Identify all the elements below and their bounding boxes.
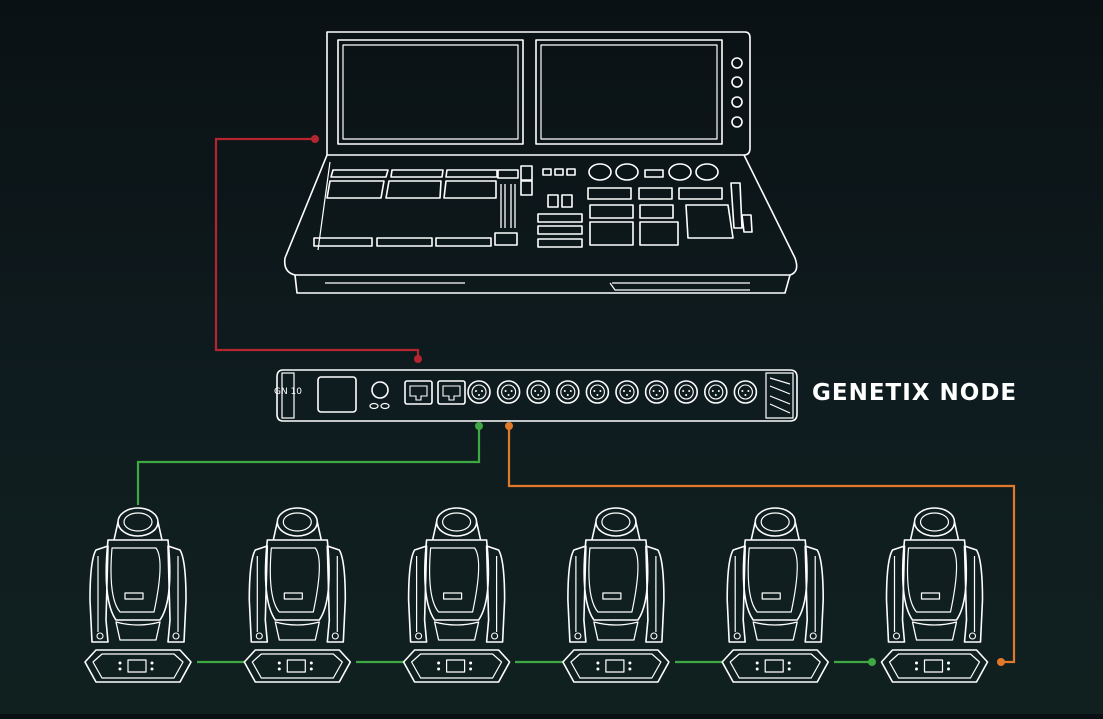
dmx-port	[733, 380, 758, 404]
dmx-port	[496, 380, 521, 404]
orange-cable-node-endpoint	[505, 422, 513, 430]
node-face-text: GN 10	[274, 387, 302, 397]
dmx-port	[526, 380, 551, 404]
dmx-port	[585, 380, 610, 404]
dmx-port	[467, 380, 491, 404]
node-knob	[371, 381, 389, 399]
dmx-port	[674, 380, 699, 404]
console-faders	[497, 165, 533, 228]
console-base	[294, 274, 791, 294]
console-deck	[283, 154, 798, 276]
dmx-port	[615, 380, 639, 404]
genetix-node-device: GN 10	[274, 369, 798, 422]
orange-cable-fixture-endpoint	[997, 658, 1005, 666]
node-left-ear	[281, 372, 295, 419]
console-cable-endpoint	[311, 135, 319, 143]
node-cable-endpoint	[414, 355, 422, 363]
node-button	[380, 402, 390, 410]
moving-head-fixture	[721, 507, 830, 683]
ethernet-port	[437, 380, 466, 405]
moving-head-fixture	[84, 507, 192, 683]
moving-head-fixture	[562, 507, 670, 683]
dmx-port	[703, 380, 728, 404]
console-center-buttons	[537, 168, 583, 248]
node-chassis	[276, 369, 798, 422]
node-vent-grille	[765, 372, 794, 419]
moving-head-fixtures	[84, 507, 989, 683]
node-display	[317, 376, 357, 413]
console-base-detail	[325, 282, 750, 291]
ethernet-port	[404, 380, 433, 405]
green-cable-node-endpoint	[475, 422, 483, 430]
moving-head-fixture	[243, 507, 352, 683]
console-screen-housing	[326, 31, 751, 156]
ethernet-ports	[404, 380, 466, 405]
console-left-screen	[337, 39, 524, 145]
console-right-screen-inner	[540, 44, 718, 140]
green-universe-cable	[136, 426, 481, 505]
dmx-port	[555, 380, 580, 404]
console-keypad	[587, 182, 753, 246]
moving-head-fixture	[880, 507, 989, 683]
console-screen-knobs	[731, 57, 743, 128]
console-encoders	[588, 163, 719, 181]
dmx-ports	[467, 380, 758, 404]
cable-connections	[136, 135, 1016, 666]
node-button	[369, 402, 379, 410]
console-left-screen-inner	[342, 44, 519, 140]
console-right-screen	[535, 39, 723, 145]
moving-head-fixture	[402, 507, 511, 683]
dmx-port	[644, 380, 669, 404]
node-label: GENETIX NODE	[812, 380, 1018, 406]
green-chain-end	[868, 658, 876, 666]
console-left-bevel	[317, 161, 331, 251]
lighting-console	[283, 31, 798, 294]
console-to-node-cable	[214, 137, 420, 359]
console-playback-buttons	[313, 169, 518, 247]
orange-universe-cable	[507, 426, 1016, 664]
